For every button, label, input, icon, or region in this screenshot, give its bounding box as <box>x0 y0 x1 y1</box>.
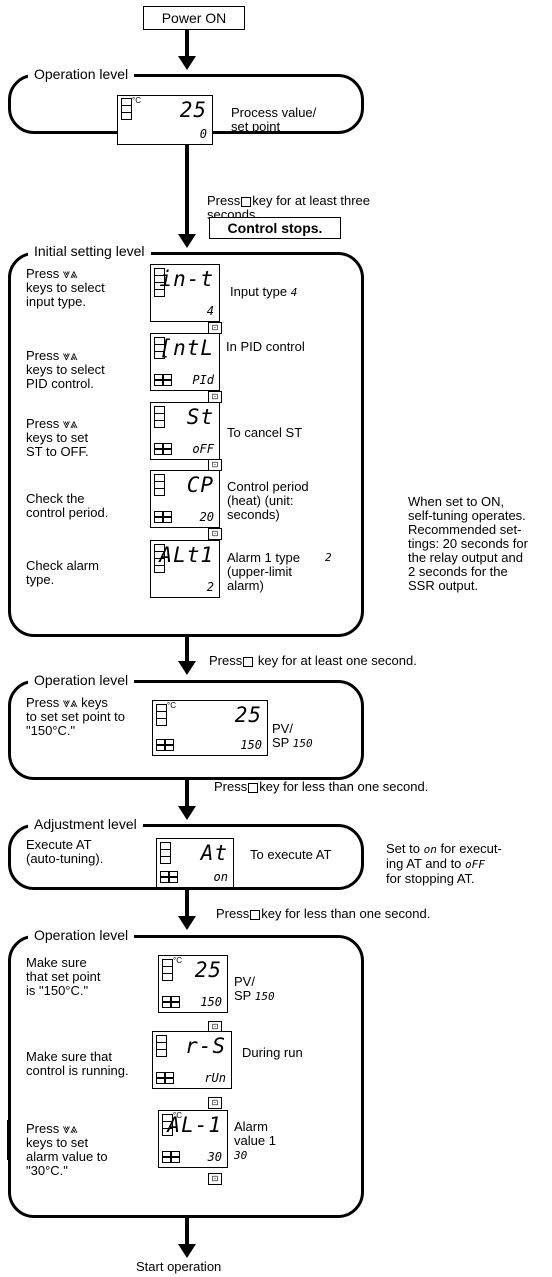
op2-desc: PV/ SP 150 <box>272 721 313 751</box>
op3-step-1-instr: Make sure that set point is "150°C." <box>26 955 101 998</box>
display-op3-1: °C 25 150 <box>158 955 228 1013</box>
init-step-2-desc: In PID control <box>226 339 305 354</box>
init-step-1-instr: Press ⩔⩓ keys to select input type. <box>26 266 105 309</box>
init-step-3-desc: To cancel ST <box>227 425 303 440</box>
op3-step-3-desc: Alarm value 1 30 <box>234 1119 276 1163</box>
power-on-box: Power ON <box>143 6 245 30</box>
display-init-2: [ntL PId <box>150 333 220 391</box>
display-init-4: CP 20 <box>150 470 220 528</box>
init-step-2-instr: Press ⩔⩓ keys to select PID control. <box>26 348 105 391</box>
init-step-3-instr: Press ⩔⩓ keys to set ST to OFF. <box>26 416 89 459</box>
init-step-5-instr: Check alarm type. <box>26 558 99 587</box>
op3-step-3-instr: Press ⩔⩓ keys to set alarm value to "30°… <box>26 1121 108 1178</box>
display-init-1: in-t 4 <box>150 264 220 322</box>
display-op1: °C 25 0 <box>117 95 213 145</box>
display-op3-2: r-S rUn <box>152 1031 232 1089</box>
start-operation: Start operation <box>136 1259 222 1274</box>
adj-desc: To execute AT <box>250 847 332 862</box>
display-adj: At on <box>156 838 234 888</box>
op3-step-2-instr: Make sure that control is running. <box>26 1049 129 1078</box>
adj-instr: Execute AT (auto-tuning). <box>26 837 104 866</box>
mode-key-icon <box>241 196 252 207</box>
control-stops-box: Control stops. <box>209 217 341 239</box>
display-init-3: St oFF <box>150 402 220 460</box>
mode-key-icon <box>243 656 254 667</box>
mode-key-icon <box>250 909 261 920</box>
cycle-key-icon: ⊡ <box>208 528 222 540</box>
op2-instr: Press ⩔⩓ keys to set set point to "150°C… <box>26 695 126 738</box>
init-side-note: When set to ON, self-tuning operates. Re… <box>408 495 528 593</box>
display-init-5: ALt1 2 <box>150 540 220 598</box>
init-step-4-desc: Control period (heat) (unit: seconds) <box>227 479 309 522</box>
cycle-key-icon: ⊡ <box>208 1097 222 1109</box>
mode-key-icon <box>248 782 259 793</box>
cycle-key-icon: ⊡ <box>208 1173 222 1185</box>
init-step-5-desc: Alarm 1 type (upper-limit alarm)2 <box>227 550 332 593</box>
display-op3-3: °C AL-1 30 <box>158 1110 228 1168</box>
display-op1-upper: 25 <box>179 98 207 122</box>
op1-desc: Process value/ set point <box>231 105 317 134</box>
op3-step-1-desc: PV/ SP 150 <box>234 974 275 1004</box>
display-op2: °C 25 150 <box>152 700 268 756</box>
init-step-4-instr: Check the control period. <box>26 491 109 520</box>
initial-setting-level-title: Initial setting level <box>28 243 151 259</box>
operation-level-title-3: Operation level <box>28 927 135 943</box>
transition-2: Press key for at least one second. <box>209 653 417 668</box>
display-op1-lower: 0 <box>199 127 207 141</box>
cycle-key-icon: ⊡ <box>208 391 222 403</box>
operation-level-title-2: Operation level <box>28 672 135 688</box>
adjustment-level-title: Adjustment level <box>28 816 143 832</box>
operation-level-title-1: Operation level <box>28 66 135 82</box>
init-step-1-desc: Input type 4 <box>230 284 298 300</box>
op3-step-2-desc: During run <box>242 1045 303 1060</box>
